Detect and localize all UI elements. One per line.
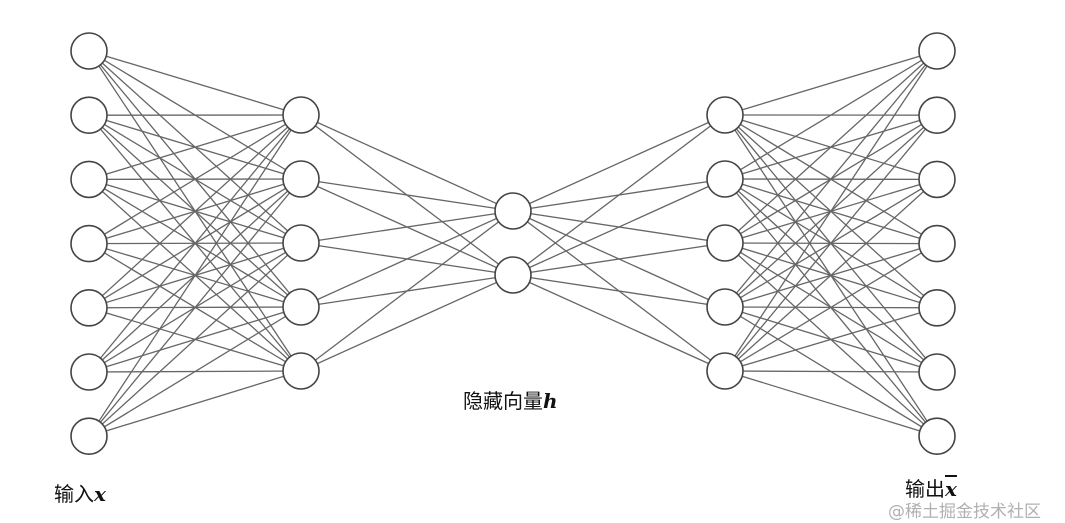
node-layer-1 xyxy=(70,160,108,199)
node-layer-5 xyxy=(918,288,956,327)
node-layer-5 xyxy=(918,224,956,263)
node-layer-2 xyxy=(282,352,320,390)
edge xyxy=(300,274,514,372)
node-layer-2 xyxy=(282,288,320,326)
node-layer-1 xyxy=(70,417,108,456)
node-layer-4 xyxy=(706,96,744,134)
node-layer-5 xyxy=(918,353,956,391)
edge xyxy=(88,306,302,437)
edge xyxy=(724,50,938,180)
node-layer-1 xyxy=(70,288,108,327)
edge xyxy=(724,50,938,308)
node-layer-4 xyxy=(706,224,744,262)
edge xyxy=(724,50,938,372)
hidden-vector-label: 隐藏向量h xyxy=(463,389,558,413)
edge xyxy=(300,210,514,244)
node-layer-5 xyxy=(918,96,956,134)
edge xyxy=(724,178,938,372)
edge xyxy=(724,370,938,437)
edge xyxy=(724,307,938,372)
node-layer-1 xyxy=(70,96,108,134)
node-layer-4 xyxy=(706,352,744,390)
edge xyxy=(88,242,302,437)
watermark: @稀土掘金技术社区 xyxy=(888,502,1041,522)
node-layer-1 xyxy=(70,32,108,70)
input-label: 输入x xyxy=(54,482,106,506)
edges xyxy=(88,50,938,437)
edge xyxy=(512,274,726,308)
edge xyxy=(512,178,726,276)
edge xyxy=(88,114,302,437)
edge xyxy=(88,114,302,181)
edge xyxy=(512,242,726,276)
edge xyxy=(724,50,938,244)
edge xyxy=(512,114,726,276)
node-layer-3 xyxy=(494,256,532,294)
node-layer-2 xyxy=(282,160,320,198)
edge xyxy=(300,210,514,372)
node-layer-2 xyxy=(282,224,320,262)
edge xyxy=(724,243,938,372)
node-layer-2 xyxy=(282,96,320,134)
edge xyxy=(88,114,302,373)
edge xyxy=(300,210,514,308)
node-layer-1 xyxy=(70,224,108,263)
edge xyxy=(88,114,302,245)
edge xyxy=(300,178,514,212)
node-layer-5 xyxy=(918,32,956,70)
node-layer-3 xyxy=(494,192,532,230)
edge xyxy=(88,50,302,116)
edge xyxy=(724,114,938,372)
node-layer-5 xyxy=(918,417,956,456)
edge xyxy=(512,274,726,372)
node-layer-1 xyxy=(70,353,108,391)
output-label: 输出x xyxy=(905,477,957,501)
edge xyxy=(512,114,726,212)
edge xyxy=(300,114,514,212)
edge xyxy=(88,370,302,437)
node-layer-4 xyxy=(706,160,744,198)
edge xyxy=(724,50,938,116)
edge xyxy=(724,370,938,373)
edge xyxy=(88,114,302,309)
node-layer-5 xyxy=(918,160,956,199)
edge xyxy=(88,178,302,437)
node-layer-4 xyxy=(706,288,744,326)
